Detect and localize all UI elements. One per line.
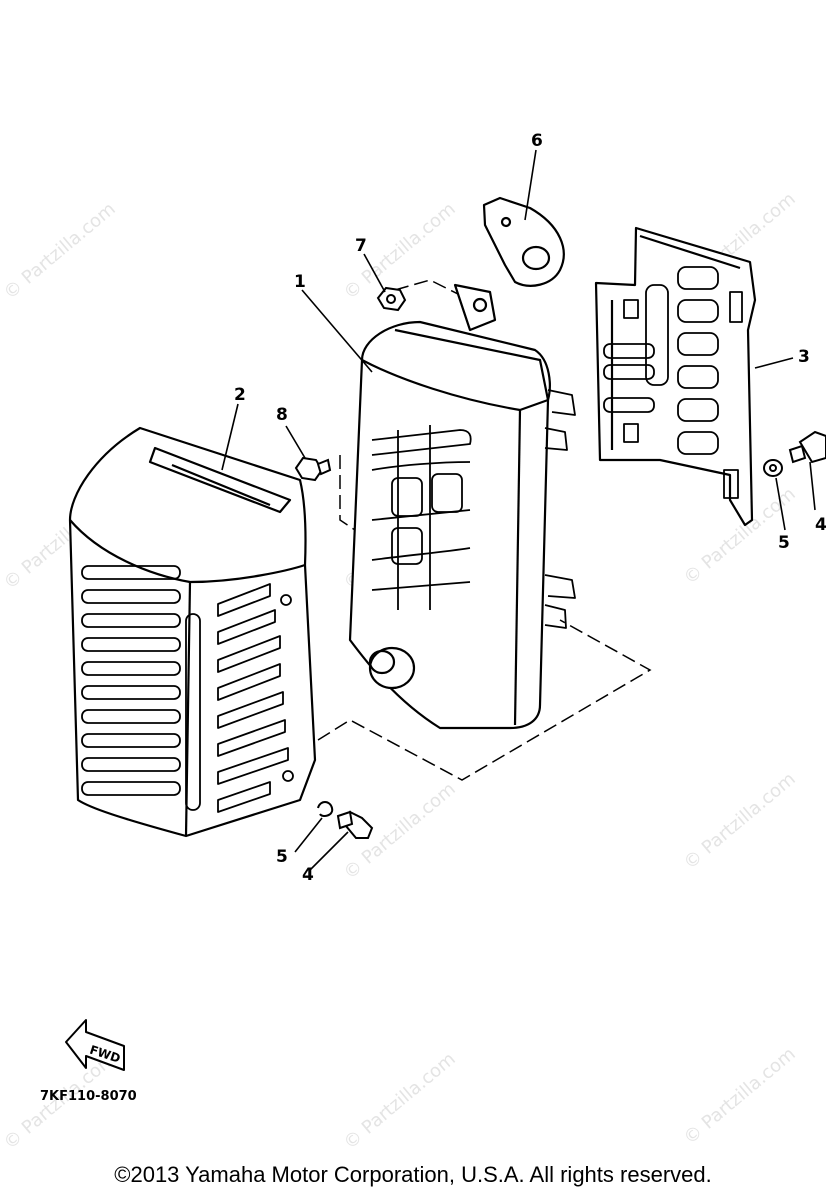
callout-4-bottom: 4: [302, 865, 314, 885]
cover-front-slots: [81, 565, 181, 796]
part-4-bolt-right: [788, 430, 826, 464]
watermark: © Partzilla.com: [680, 1043, 800, 1148]
callout-3: 3: [798, 347, 810, 367]
copyright-notice: ©2013 Yamaha Motor Corporation, U.S.A. A…: [114, 1162, 712, 1187]
part-5-washer-right: [763, 459, 783, 477]
callout-8: 8: [276, 405, 288, 425]
part-4-bolt-bottom: [336, 810, 374, 839]
watermark: © Partzilla.com: [0, 198, 120, 303]
callout-1: 1: [294, 272, 306, 292]
part-2-muffler-cover: [68, 426, 317, 838]
part-7-nut: [376, 286, 407, 312]
drawing-code: 7KF110-8070: [40, 1089, 137, 1104]
muffler-embossing: [371, 425, 472, 610]
protector-openings: [603, 266, 743, 499]
cover-side-slots: [185, 583, 294, 813]
callout-leaders: [221, 149, 816, 871]
callout-5-right: 5: [778, 533, 790, 553]
part-3-protector: [594, 226, 757, 527]
part-1-muffler: [348, 283, 576, 730]
watermark: © Partzilla.com: [340, 1048, 460, 1153]
callout-2: 2: [234, 385, 246, 405]
callout-7: 7: [355, 236, 367, 256]
muffler-brackets: [544, 389, 576, 629]
callout-4-right: 4: [815, 515, 826, 535]
part-6-gasket: [482, 196, 565, 287]
callout-5-bottom: 5: [276, 847, 288, 867]
part-8-bolt: [294, 456, 332, 482]
fwd-arrow-icon: FWD: [65, 1019, 125, 1071]
callout-6: 6: [531, 131, 543, 151]
watermark: © Partzilla.com: [680, 768, 800, 873]
part-5-washer-bottom: [317, 801, 334, 817]
